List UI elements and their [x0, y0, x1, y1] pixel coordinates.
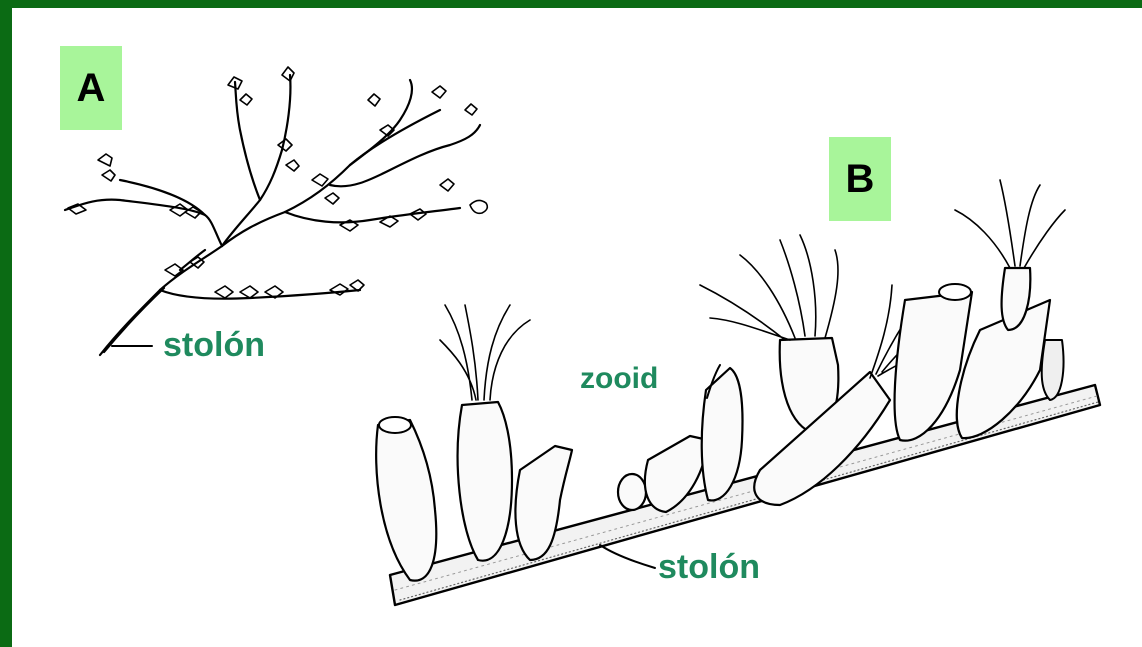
stolon-label-a: stolón — [163, 326, 265, 365]
panel-b-label: B — [829, 137, 891, 221]
colony-a-drawing — [65, 67, 487, 355]
stolon-label-b: stolón — [658, 548, 760, 587]
panel-a-label: A — [60, 46, 122, 130]
zooid-label: zooid — [580, 362, 658, 396]
colony-b-drawing — [376, 180, 1100, 605]
